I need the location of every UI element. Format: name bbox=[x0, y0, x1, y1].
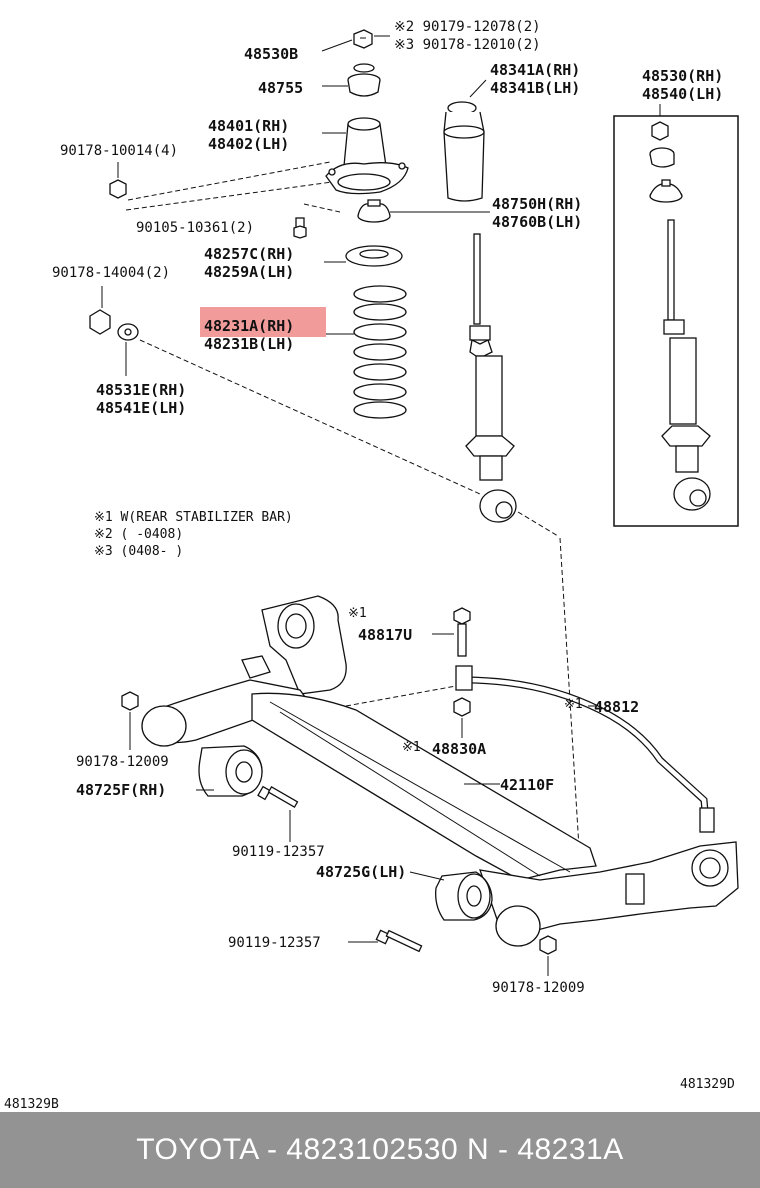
label-48231A: 48231A(RH) bbox=[204, 317, 294, 335]
label-90105-10361: 90105-10361(2) bbox=[136, 220, 254, 236]
label-90178-12010: ※3 90178-12010(2) bbox=[394, 37, 541, 53]
shock-assembly-48530-drawing bbox=[649, 121, 711, 511]
label-48259A: 48259A(LH) bbox=[204, 263, 294, 281]
bolt-90119b-drawing bbox=[375, 929, 423, 953]
figure-code-right: 481329D bbox=[680, 1077, 735, 1092]
note-1: ※1 W(REAR STABILIZER BAR) bbox=[94, 510, 293, 525]
label-48812: 48812 bbox=[594, 698, 639, 716]
label-48341B: 48341B(LH) bbox=[490, 79, 580, 97]
label-48817U: 48817U bbox=[358, 626, 412, 644]
footer-part-number: TOYOTA - 4823102530 N - 48231A bbox=[136, 1133, 624, 1166]
cushion-48755-drawing bbox=[347, 63, 381, 97]
mark-48812: ※1 bbox=[564, 697, 583, 712]
label-48531E: 48531E(RH) bbox=[96, 381, 186, 399]
stabilizer-bar-48812-drawing bbox=[455, 665, 715, 833]
nut-90178-10014-drawing bbox=[109, 179, 127, 199]
shock-absorber-drawing bbox=[465, 233, 517, 523]
label-48257C: 48257C(RH) bbox=[204, 245, 294, 263]
bolt-48817U-drawing bbox=[453, 607, 471, 657]
label-48750H: 48750H(RH) bbox=[492, 195, 582, 213]
bushing-48725G-drawing bbox=[435, 871, 493, 921]
note-3: ※3 (0408- ) bbox=[94, 544, 183, 559]
highlight-48231A bbox=[200, 307, 326, 337]
label-48760B: 48760B(LH) bbox=[492, 213, 582, 231]
figure-code-left: 481329B bbox=[4, 1097, 59, 1110]
label-48725F: 48725F(RH) bbox=[76, 781, 166, 799]
label-90178-14004: 90178-14004(2) bbox=[52, 265, 170, 281]
nut-90178-14004-drawing bbox=[89, 309, 139, 341]
label-48755: 48755 bbox=[258, 79, 303, 97]
label-48541E: 48541E(LH) bbox=[96, 399, 186, 417]
label-90178-12009-b: 90178-12009 bbox=[492, 980, 585, 996]
note-2: ※2 ( -0408) bbox=[94, 527, 183, 542]
label-48402: 48402(LH) bbox=[208, 135, 289, 153]
nut-48830A-drawing bbox=[453, 697, 471, 717]
label-90119-12357-a: 90119-12357 bbox=[232, 844, 325, 860]
footer-bar: TOYOTA - 4823102530 N - 48231A bbox=[0, 1112, 760, 1188]
nut-48530B-drawing bbox=[353, 29, 373, 49]
mark-48830A: ※1 bbox=[402, 740, 421, 755]
coil-spring-48231A-drawing bbox=[353, 285, 407, 419]
label-48540-box: 48540(LH) bbox=[642, 85, 723, 103]
label-90178-10014: 90178-10014(4) bbox=[60, 143, 178, 159]
label-90178-12009-a: 90178-12009 bbox=[76, 754, 169, 770]
cushion-48750H-drawing bbox=[357, 199, 391, 223]
label-48530-box: 48530(RH) bbox=[642, 67, 723, 85]
bushing-48725F-drawing bbox=[198, 745, 263, 797]
nut-90178-12009b-drawing bbox=[539, 935, 557, 955]
seat-48257C-drawing bbox=[345, 245, 403, 267]
nut-90178-12009a-drawing bbox=[121, 691, 139, 711]
label-48341A: 48341A(RH) bbox=[490, 61, 580, 79]
bolt-90105-10361-drawing bbox=[293, 217, 307, 239]
label-90119-12357-b: 90119-12357 bbox=[228, 935, 321, 951]
bumper-48341A-drawing bbox=[443, 101, 485, 202]
axle-beam-42110F-drawing bbox=[141, 595, 739, 947]
parts-diagram: 48530B ※2 90179-12078(2) ※3 90178-12010(… bbox=[4, 19, 739, 1110]
bolt-90119a-drawing bbox=[257, 785, 299, 808]
label-48401: 48401(RH) bbox=[208, 117, 289, 135]
mark-48817U: ※1 bbox=[348, 606, 367, 621]
label-48231B: 48231B(LH) bbox=[204, 335, 294, 353]
label-48830A: 48830A bbox=[432, 740, 486, 758]
mount-48401-drawing bbox=[325, 117, 409, 195]
label-48530B: 48530B bbox=[244, 45, 298, 63]
assembly-box bbox=[613, 115, 739, 527]
label-48725G: 48725G(LH) bbox=[316, 863, 406, 881]
label-42110F: 42110F bbox=[500, 776, 554, 794]
label-90179-12078: ※2 90179-12078(2) bbox=[394, 19, 541, 35]
